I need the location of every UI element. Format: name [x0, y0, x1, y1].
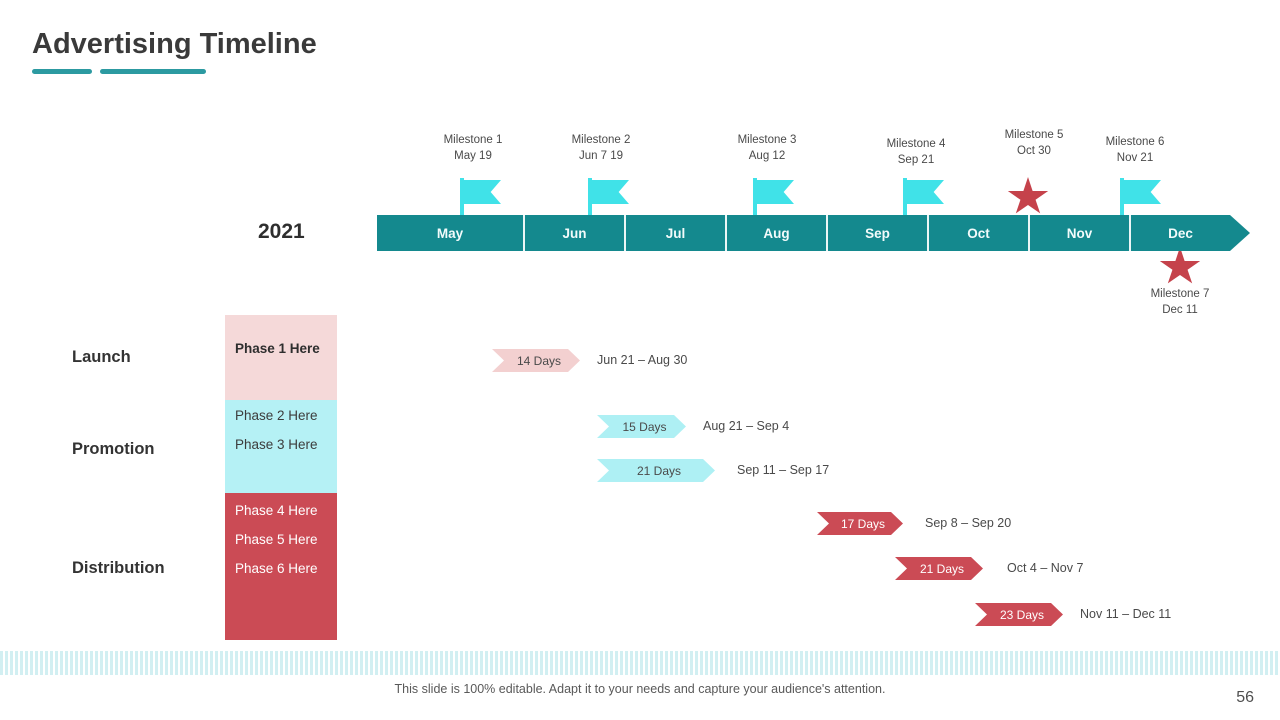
phase-placeholder: Phase 5 Here: [235, 532, 318, 548]
flag-pole: [753, 178, 757, 232]
month-cell: Sep: [826, 215, 927, 251]
page-number: 56: [1236, 689, 1254, 706]
duration-range: Oct 4 – Nov 7: [1007, 561, 1084, 575]
duration-range: Sep 8 – Sep 20: [925, 516, 1012, 530]
flag-pole: [588, 178, 592, 232]
duration-arrow: 23 Days: [975, 603, 1063, 626]
milestone-name: Milestone 2: [571, 134, 631, 146]
month-cell: Jun: [523, 215, 624, 251]
title-underline-segment: [32, 69, 92, 74]
milestone-label: Milestone 4 Sep 21: [887, 137, 946, 168]
title-underline-segment: [100, 69, 206, 74]
page-title: Advertising Timeline: [32, 28, 317, 60]
timeline-bar: May Jun Jul Aug Sep Oct Nov Dec: [377, 215, 1230, 251]
month-cell: Jul: [624, 215, 725, 251]
milestone-name: Milestone 7: [1150, 288, 1210, 300]
milestone-date: Oct 30: [1017, 144, 1051, 157]
milestone-date: Nov 21: [1116, 151, 1154, 164]
milestone-label: Milestone 7 Dec 11: [1151, 287, 1210, 318]
star-icon: [1007, 177, 1049, 214]
milestone-name: Milestone 6: [1105, 136, 1165, 148]
flag-pole: [903, 178, 907, 232]
month-cell: May: [436, 225, 464, 241]
phase-box-launch: Phase 1 Here: [225, 315, 337, 400]
phase-box-promotion: Phase 2 Here Phase 3 Here: [225, 400, 337, 493]
duration-arrow: 21 Days: [895, 557, 983, 580]
duration-arrow: 17 Days: [817, 512, 903, 535]
duration-range: Aug 21 – Sep 4: [703, 419, 790, 433]
flag-pennant: [907, 180, 944, 204]
duration-range: Jun 21 – Aug 30: [597, 353, 688, 367]
phase-placeholder: Phase 4 Here: [235, 503, 318, 518]
month-cell: Nov: [1028, 215, 1129, 251]
milestone-date: Sep 21: [897, 153, 935, 166]
star-icon: [1159, 247, 1201, 284]
year-label: 2021: [258, 220, 305, 243]
milestone-date: May 19: [454, 149, 492, 162]
milestone-name: Milestone 3: [737, 134, 797, 146]
timeline-arrowhead: [1230, 215, 1250, 251]
duration-arrow: 21 Days: [597, 459, 715, 482]
milestone-label: Milestone 2 Jun 7 19: [572, 133, 631, 164]
phase-box-distribution: Phase 4 Here Phase 5 Here Phase 6 Here: [225, 493, 337, 640]
milestone-name: Milestone 5: [1004, 129, 1064, 141]
group-label-promotion: Promotion: [72, 440, 155, 458]
milestone-date: Jun 7 19: [578, 149, 624, 162]
group-label-distribution: Distribution: [72, 559, 165, 577]
duration-range: Nov 11 – Dec 11: [1080, 607, 1172, 621]
phase-placeholder: Phase 3 Here: [235, 437, 318, 453]
flag-pennant: [592, 180, 629, 204]
milestone-name: Milestone 4: [886, 138, 946, 150]
footer-note: This slide is 100% editable. Adapt it to…: [394, 682, 886, 696]
month-cell: Dec: [1129, 215, 1230, 251]
milestone-date: Dec 11: [1162, 303, 1198, 316]
duration-arrow: 14 Days: [492, 349, 580, 372]
duration-range: Sep 11 – Sep 17: [737, 463, 830, 477]
milestone-label: Milestone 6 Nov 21: [1106, 135, 1165, 166]
month-cell: Oct: [927, 215, 1028, 251]
milestone-label: Milestone 3 Aug 12: [738, 133, 797, 164]
phase-placeholder: Phase 6 Here: [235, 561, 318, 577]
decorative-stripes: [0, 651, 1280, 675]
month-cell: Aug: [725, 215, 826, 251]
milestone-label: Milestone 5 Oct 30: [1005, 128, 1064, 159]
phase-placeholder: Phase 2 Here: [235, 408, 318, 423]
phase-placeholder: Phase 1 Here: [235, 341, 320, 356]
flag-pennant: [757, 180, 794, 204]
group-label-launch: Launch: [72, 348, 131, 366]
flag-pennant: [464, 180, 501, 204]
flag-pole: [1120, 178, 1124, 232]
milestone-name: Milestone 1: [443, 134, 503, 146]
duration-arrow: 15 Days: [597, 415, 686, 438]
flag-pole: [460, 178, 464, 232]
milestone-date: Aug 12: [748, 149, 786, 162]
milestone-label: Milestone 1 May 19: [444, 133, 503, 164]
flag-pennant: [1124, 180, 1161, 204]
